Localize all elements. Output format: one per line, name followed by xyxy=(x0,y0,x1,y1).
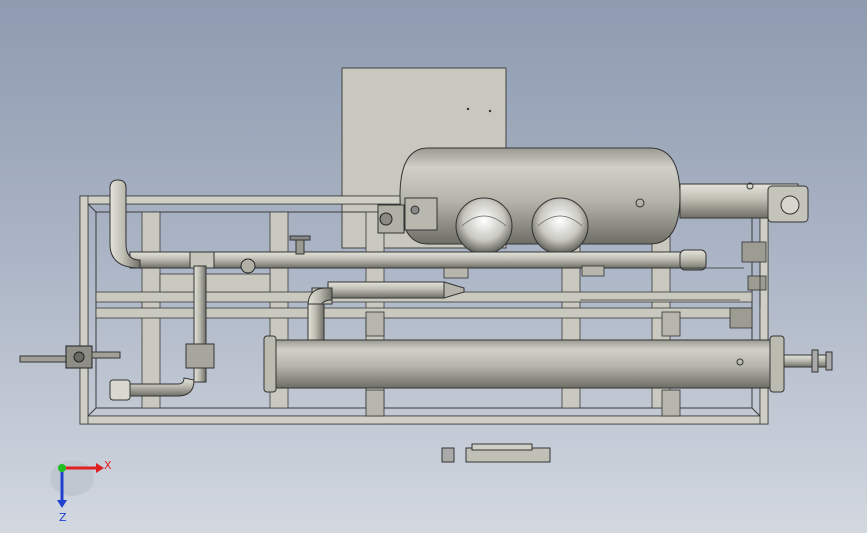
left-inlet-fitting[interactable] xyxy=(19,345,121,369)
z-axis-label: Z xyxy=(59,511,67,524)
right-valve-cluster[interactable] xyxy=(466,241,767,329)
mounting-brackets xyxy=(365,265,681,417)
floor-part[interactable] xyxy=(441,443,551,463)
right-shaft[interactable] xyxy=(783,349,833,373)
left-drain-pipe[interactable] xyxy=(123,265,215,397)
upper-header-pipe[interactable] xyxy=(129,249,707,271)
tank-dome-right xyxy=(531,197,589,255)
receiver-tank[interactable] xyxy=(377,147,681,245)
sight-glass-icon[interactable] xyxy=(240,258,256,274)
coordinate-triad: X Z xyxy=(50,459,112,524)
x-axis-label: X xyxy=(104,459,112,472)
tank-outlet-pipe[interactable] xyxy=(679,182,809,223)
heat-exchanger-shell[interactable] xyxy=(263,335,785,393)
valve-upper[interactable] xyxy=(289,235,311,255)
strainer-box[interactable] xyxy=(109,379,131,401)
tank-dome-left xyxy=(455,197,513,255)
left-riser-pipe[interactable] xyxy=(109,179,141,269)
